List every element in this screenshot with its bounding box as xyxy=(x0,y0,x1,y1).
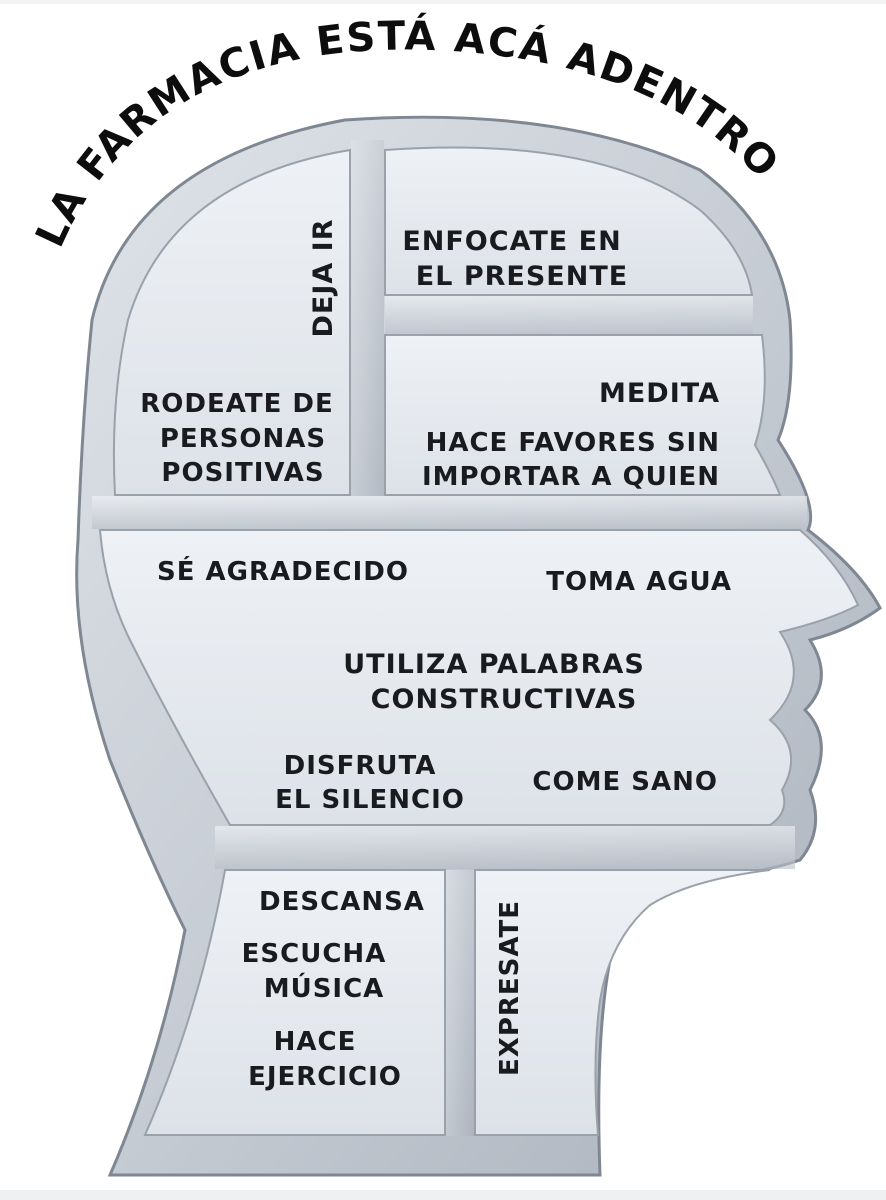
label-descansa: DESCANSA xyxy=(259,887,425,917)
top-edge-strip xyxy=(0,0,886,4)
label-enfocate-line2: EL PRESENTE xyxy=(416,261,628,292)
divider-top xyxy=(351,140,384,496)
label-come-sano: COME SANO xyxy=(532,767,718,797)
compartment-face xyxy=(98,529,860,826)
label-disfruta-line1: DISFRUTA xyxy=(284,751,437,781)
label-disfruta-line2: EL SILENCIO xyxy=(275,785,465,815)
label-hace-favores-line1: HACE FAVORES SIN xyxy=(426,428,720,458)
label-hace-ejercicio-line2: EJERCICIO xyxy=(248,1062,402,1092)
label-hace-favores-line2: IMPORTAR A QUIEN xyxy=(422,462,720,492)
label-medita: MEDITA xyxy=(599,378,720,409)
label-expresate: EXPRESATE xyxy=(495,900,525,1076)
label-utiliza-line2: CONSTRUCTIVAS xyxy=(371,684,638,715)
compartment-mid-right xyxy=(384,334,782,496)
label-rodeate-line2: PERSONAS xyxy=(160,424,326,454)
label-escucha-line2: MÚSICA xyxy=(264,972,385,1004)
label-toma-agua: TOMA AGUA xyxy=(546,567,732,597)
shelf-top-right xyxy=(385,296,753,334)
label-utiliza-line1: UTILIZA PALABRAS xyxy=(343,649,645,680)
label-deja-ir: DEJA IR xyxy=(308,218,339,337)
shelf-middle xyxy=(92,496,807,529)
shelf-lower xyxy=(215,826,795,869)
bottom-edge-strip xyxy=(0,1190,886,1200)
label-se-agradecido: SÉ AGRADECIDO xyxy=(157,555,409,587)
label-rodeate-line3: POSITIVAS xyxy=(161,458,324,488)
compartment-neck-right xyxy=(474,869,771,1136)
label-escucha-line1: ESCUCHA xyxy=(242,939,387,969)
compartment-neck-left xyxy=(143,869,446,1136)
label-rodeate-line1: RODEATE DE xyxy=(140,389,333,419)
compartment-top-left xyxy=(112,148,351,496)
divider-bottom xyxy=(446,870,474,1136)
label-enfocate-line1: ENFOCATE EN xyxy=(402,226,621,257)
compartment-top-right xyxy=(384,146,754,296)
label-hace-ejercicio-line1: HACE xyxy=(274,1027,357,1057)
